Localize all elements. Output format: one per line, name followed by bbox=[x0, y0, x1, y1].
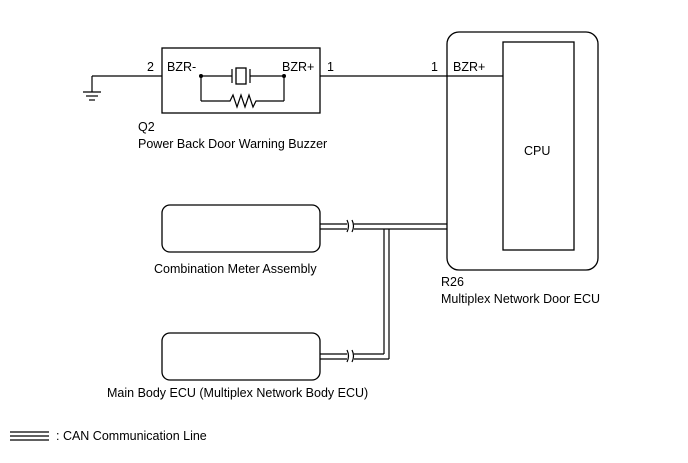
main-body-ecu-name: Main Body ECU (Multiplex Network Body EC… bbox=[107, 386, 368, 400]
can-line-legend-icon bbox=[10, 431, 49, 441]
ground-icon bbox=[83, 76, 101, 101]
door-ecu-term: BZR+ bbox=[453, 60, 485, 74]
main-body-ecu-box bbox=[161, 332, 321, 381]
buzzer-pin-left: 2 bbox=[147, 60, 154, 74]
combination-meter-box bbox=[161, 204, 321, 253]
door-ecu-code: R26 bbox=[441, 275, 464, 289]
buzzer-icon bbox=[199, 67, 286, 85]
combination-meter-name: Combination Meter Assembly bbox=[154, 262, 317, 276]
resistor-icon bbox=[200, 76, 285, 109]
cpu-box bbox=[502, 41, 575, 251]
buzzer-term-left: BZR- bbox=[167, 60, 196, 74]
door-ecu-name: Multiplex Network Door ECU bbox=[441, 292, 600, 306]
buzzer-name: Power Back Door Warning Buzzer bbox=[138, 137, 327, 151]
buzzer-code: Q2 bbox=[138, 120, 155, 134]
door-ecu-pin: 1 bbox=[431, 60, 438, 74]
can-bus bbox=[320, 219, 447, 363]
buzzer-pin-right: 1 bbox=[327, 60, 334, 74]
buzzer-term-right: BZR+ bbox=[282, 60, 314, 74]
legend-can-line: : CAN Communication Line bbox=[56, 429, 207, 443]
cpu-label: CPU bbox=[524, 144, 550, 158]
